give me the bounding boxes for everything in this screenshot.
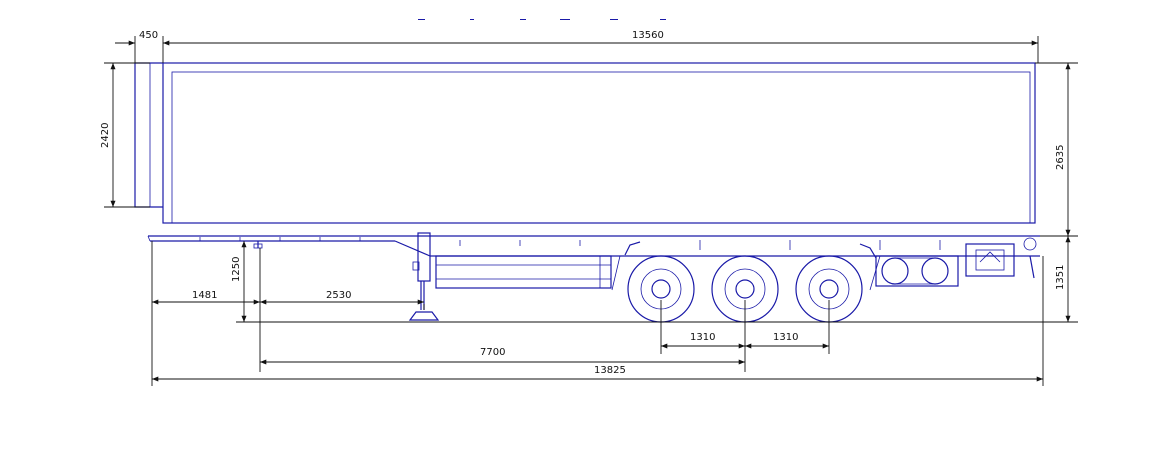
dim-kingpin-to-axle: 7700	[480, 347, 505, 358]
dim-frame-height: 1351	[1055, 265, 1066, 290]
header-marks	[418, 19, 666, 20]
dim-axle-spacing-1: 1310	[690, 332, 715, 343]
cargo-body	[134, 62, 1036, 224]
chassis-frame	[147, 235, 1040, 257]
suspension	[611, 241, 881, 291]
dim-overall-length: 13825	[594, 365, 626, 376]
dimension-lines	[104, 36, 1078, 386]
dim-kingpin-offset: 1481	[192, 290, 217, 301]
dim-axle-spacing-2: 1310	[773, 332, 798, 343]
dim-kingpin-to-legs: 2530	[326, 290, 351, 301]
dim-body-length: 13560	[632, 30, 664, 41]
dim-kingpin-height: 1250	[231, 257, 242, 282]
side-underrun-box	[435, 255, 612, 289]
dim-body-height: 2635	[1055, 145, 1066, 170]
rear-equipment	[875, 237, 1037, 287]
dim-front-wall-height: 2420	[100, 123, 111, 148]
dimension-labels: 450 13560 2420 2635 1351 1250 1481 2530 …	[100, 30, 1066, 376]
dim-overhang-front: 450	[139, 30, 158, 41]
